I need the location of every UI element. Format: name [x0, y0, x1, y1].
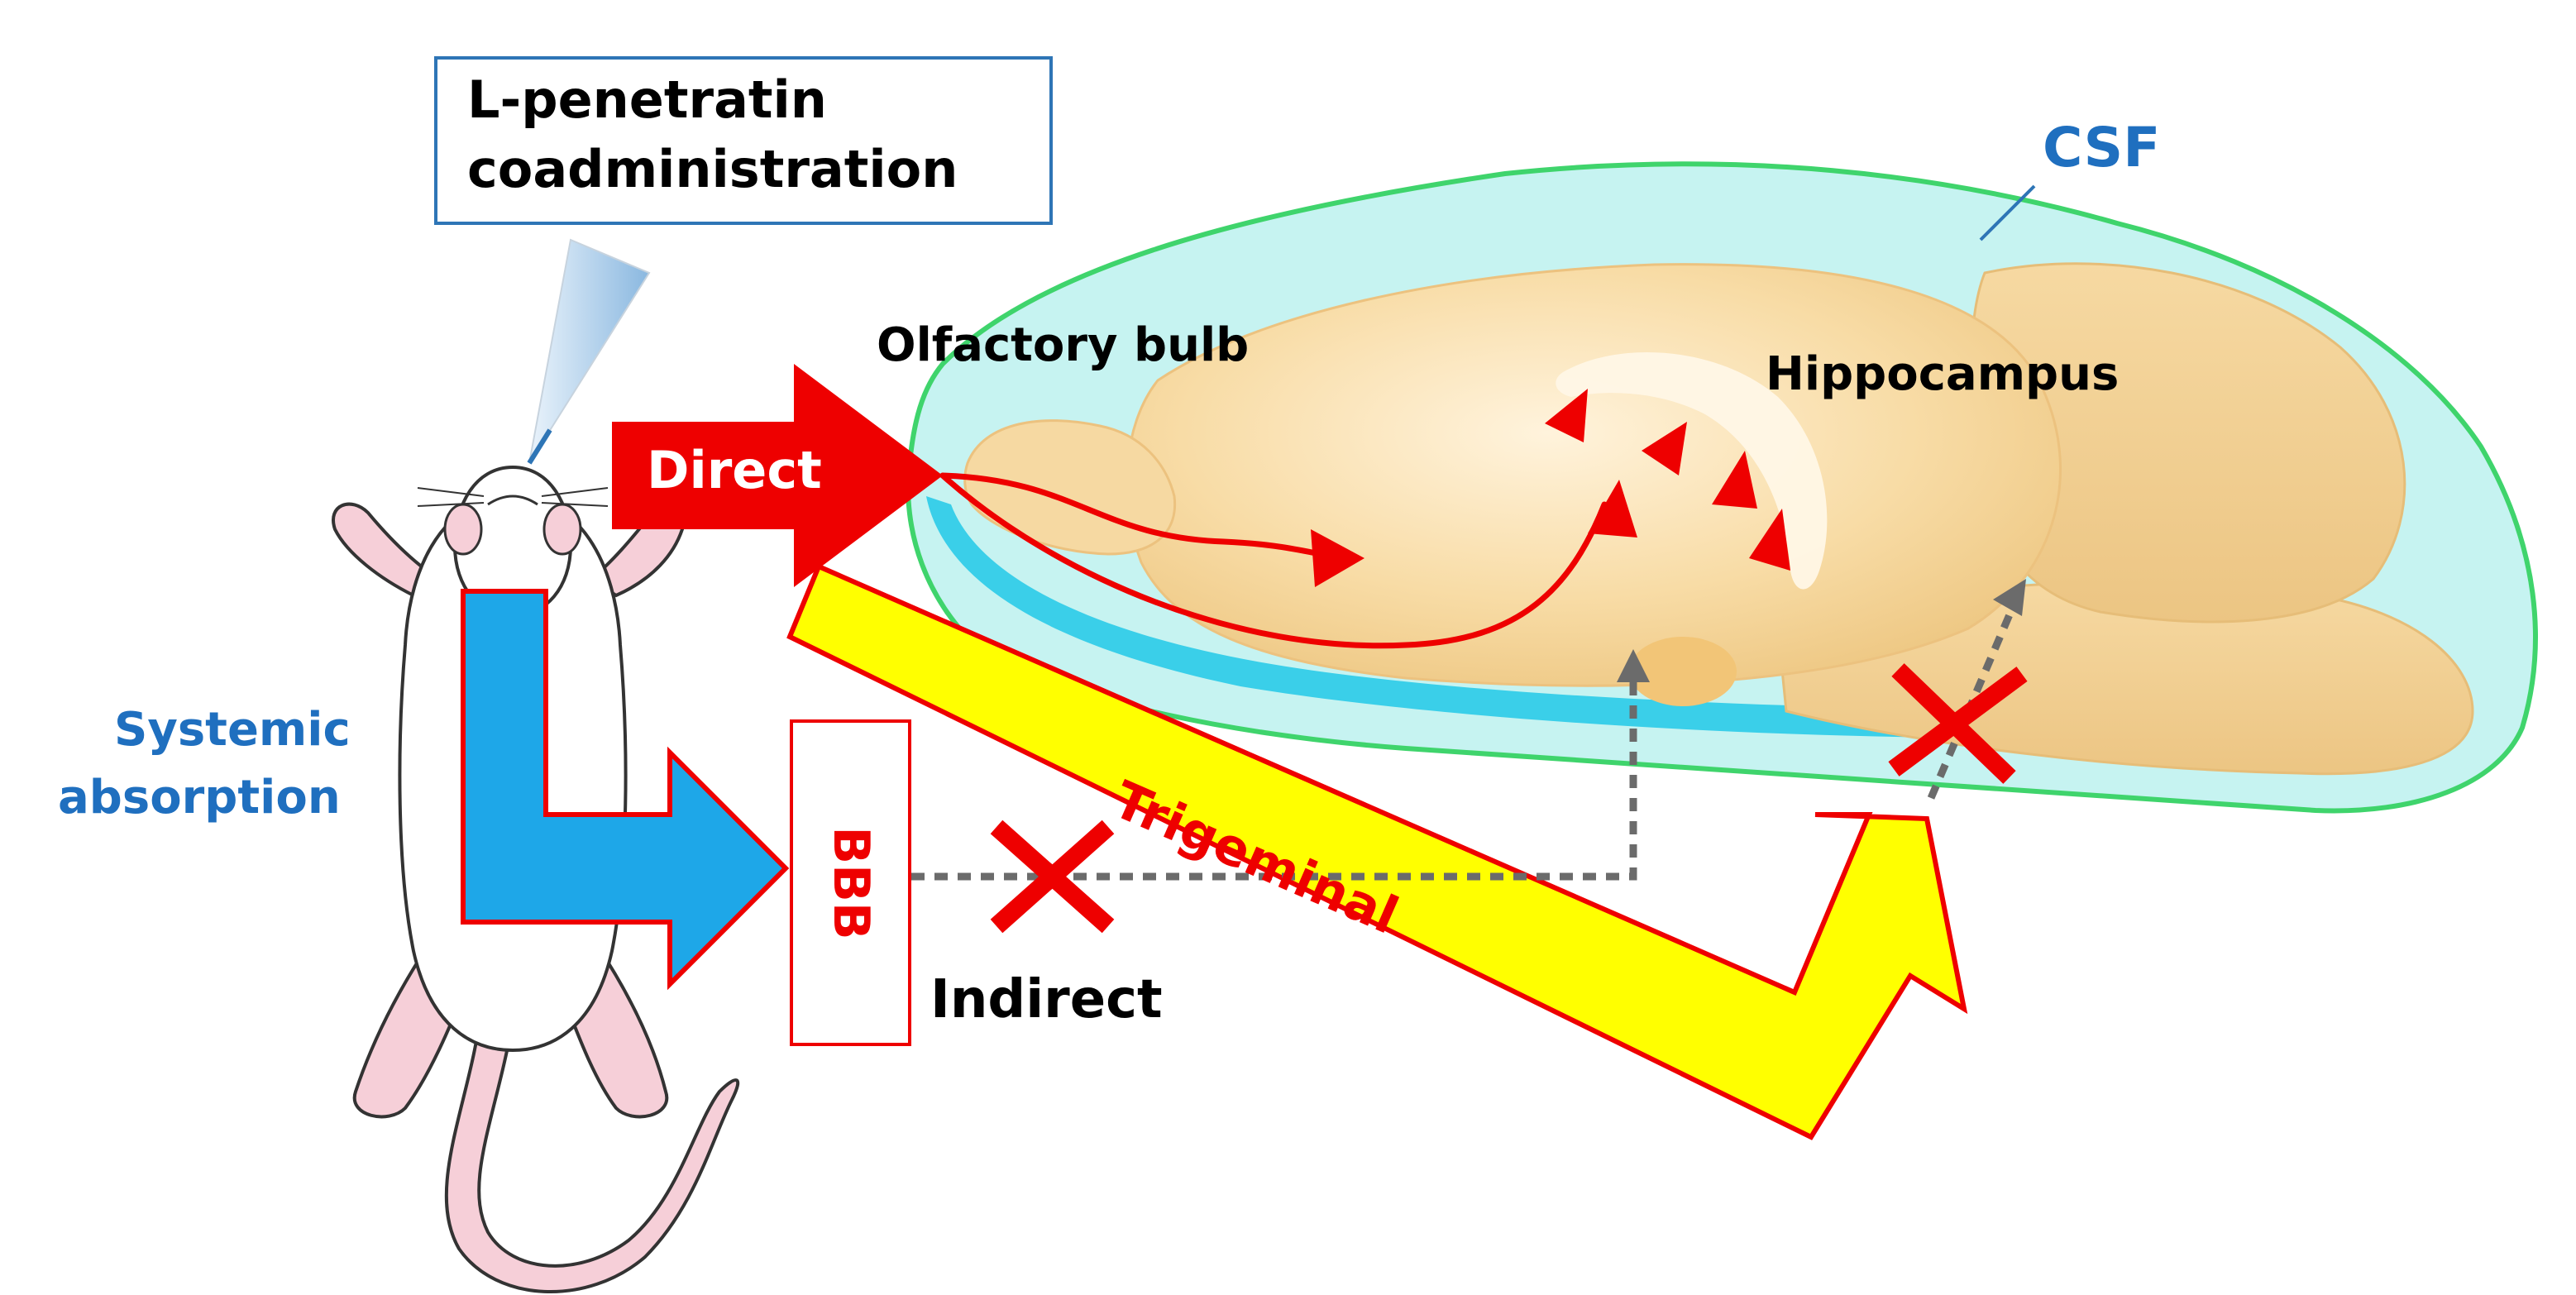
hypothalamus-shape	[1629, 637, 1737, 706]
bbb-box: BBB	[790, 719, 911, 1046]
direct-path-arrowhead-2	[1588, 480, 1637, 538]
systemic-label-line-1: Systemic	[114, 703, 351, 757]
direct-path-arrowhead-1	[1311, 529, 1364, 587]
hippocampus-shape	[1556, 352, 1828, 590]
csf-pointer-line	[1979, 184, 2036, 241]
direct-arrow	[612, 364, 943, 587]
indirect-arrowhead-2	[1993, 579, 2026, 616]
administration-box: L-penetratin coadministration	[434, 56, 1053, 225]
direct-label: Direct	[647, 440, 822, 500]
hippocampus-markers	[1545, 389, 1790, 571]
mouse-ear-right	[542, 503, 582, 556]
olfactory-bulb-label: Olfactory bulb	[877, 318, 1250, 372]
pipette	[527, 238, 651, 465]
indirect-label: Indirect	[930, 969, 1163, 1030]
mouse-whiskers	[417, 487, 609, 507]
indirect-arrowhead-1	[1617, 649, 1650, 682]
hippocampus-label: Hippocampus	[1766, 347, 2120, 401]
cerebrum	[1126, 263, 2062, 687]
systemic-absorption-arrow	[461, 589, 790, 991]
administration-line-2: coadministration	[467, 139, 958, 199]
cyan-band	[926, 496, 2150, 738]
systemic-label-line-2: absorption	[58, 771, 341, 824]
administration-line-1: L-penetratin	[467, 69, 827, 130]
block-cross-trigeminal	[1888, 663, 2028, 784]
direct-paths	[939, 472, 1608, 649]
mouse-fore-leg-left	[332, 502, 442, 598]
bbb-label: BBB	[821, 825, 880, 940]
trigeminal-arrow	[786, 563, 1968, 1140]
csf-label: CSF	[2043, 116, 2161, 179]
mouse-tail	[444, 1020, 740, 1294]
indirect-paths	[911, 594, 2022, 881]
mouse-ear-left	[443, 503, 483, 556]
block-cross-bbb	[990, 820, 1115, 934]
